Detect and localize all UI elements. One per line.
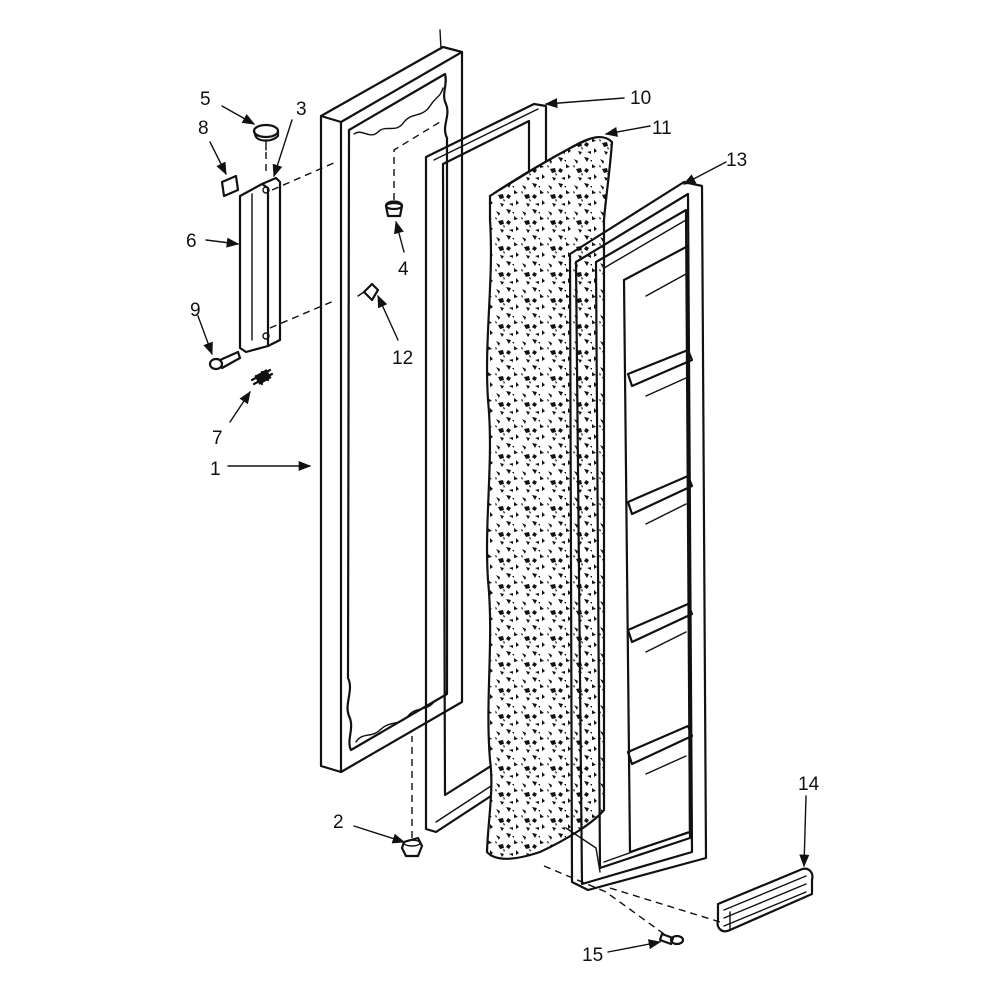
- handle-bracket: [238, 176, 282, 354]
- callout-1: 1: [210, 459, 221, 480]
- spring-part: [250, 368, 274, 386]
- callout-10: 10: [630, 88, 651, 109]
- screw-part: [208, 350, 242, 371]
- callout-12: 12: [392, 348, 413, 369]
- callout-7: 7: [212, 428, 223, 449]
- screw-part-15: [658, 932, 685, 946]
- small-bracket: [357, 282, 380, 302]
- callout-14: 14: [798, 774, 820, 795]
- callout-6: 6: [186, 231, 197, 252]
- callout-9: 9: [190, 300, 201, 321]
- callout-5: 5: [200, 89, 211, 110]
- callout-labels: 1 2 3 4 5 6 7 8 9 10 11 12 13 14 15: [186, 88, 820, 966]
- leader-arrows: [197, 97, 810, 953]
- callout-2: 2: [333, 812, 344, 833]
- callout-15: 15: [582, 945, 603, 966]
- foam-insulation: [485, 136, 614, 860]
- hinge-bushing: [400, 736, 424, 858]
- clip-part: [220, 174, 240, 198]
- plug-part: [384, 121, 441, 218]
- callout-8: 8: [198, 118, 209, 139]
- callout-4: 4: [398, 259, 409, 280]
- door-outer-panel: [319, 29, 464, 774]
- callout-11: 11: [652, 118, 672, 139]
- kick-plate: [716, 867, 814, 933]
- callout-3: 3: [296, 99, 307, 120]
- cap-part: [252, 123, 280, 151]
- assembly-lines: [265, 152, 721, 935]
- callout-13: 13: [726, 150, 747, 171]
